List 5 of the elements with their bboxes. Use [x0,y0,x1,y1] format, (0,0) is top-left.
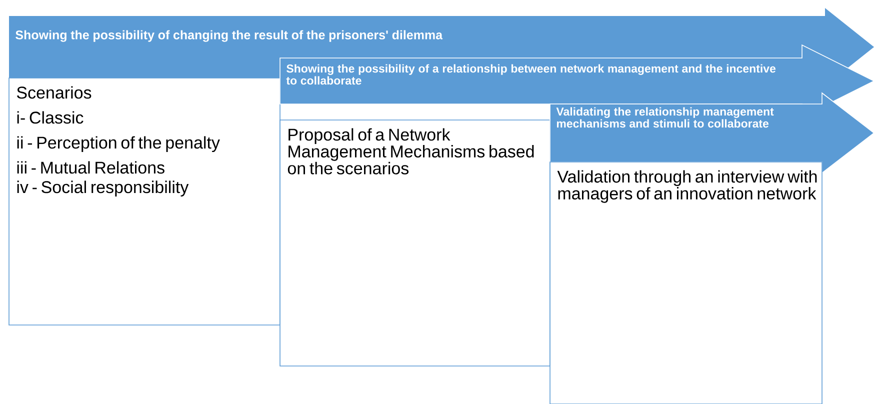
text-box: Scenarios i- Classic ii - Perception of the penalty iii - Mutual Relations iv - Social responsibility [8,78,280,326]
text-box: Validation through an interview with managers of an innovation network [550,162,822,404]
text-box: Proposal of a Network Management Mechanisms based on the scenarios [280,120,550,366]
node-label: Showing the possibility of changing the result of the prisoners' dilemma [16,30,443,42]
node-label: Showing the possibility of a relationship between network management and the incentive to collaborate [286,64,776,85]
